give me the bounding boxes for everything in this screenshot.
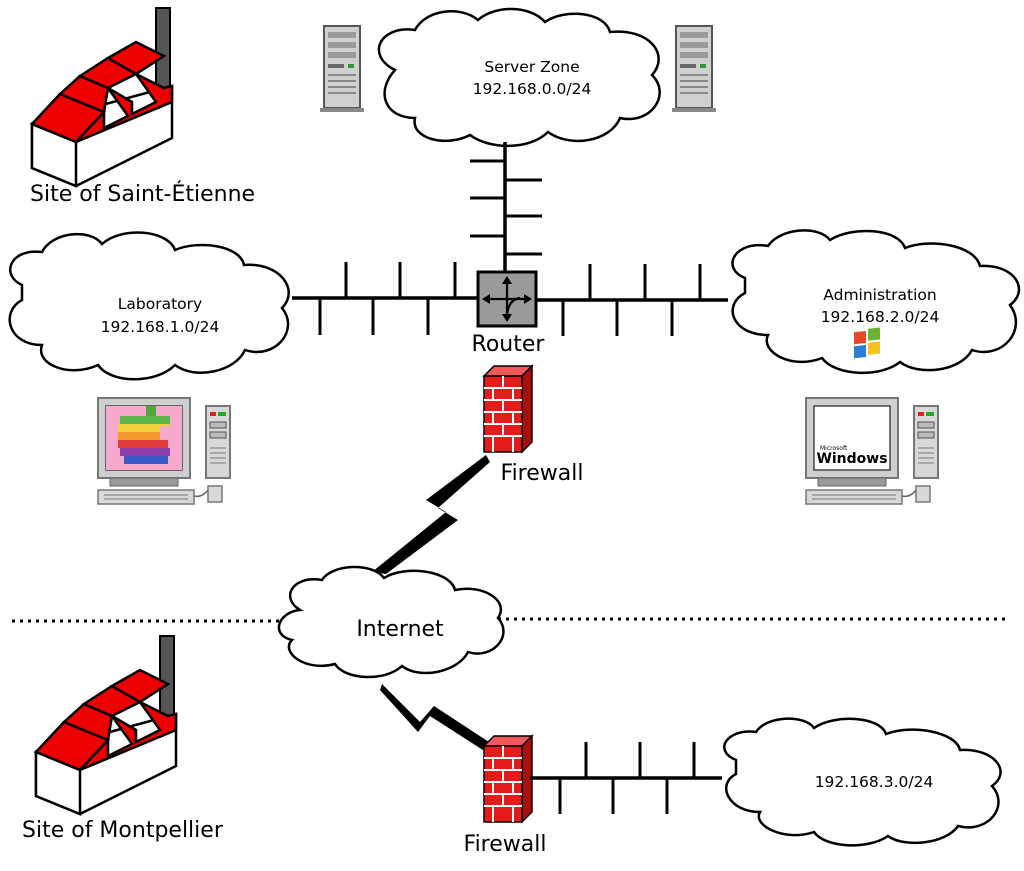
- administration-subnet: 192.168.2.0/24: [821, 308, 940, 326]
- wan-link-lightning-top: [372, 455, 490, 574]
- firewall-icon-bottom: [483, 735, 533, 823]
- server-icon-right: [671, 25, 717, 113]
- administration-title: Administration: [823, 286, 936, 304]
- windows-logo-small-text: Microsoft: [820, 445, 848, 452]
- windows-logo-text: Windows: [816, 451, 887, 467]
- laboratory-title: Laboratory: [118, 295, 202, 313]
- factory-icon-saint-etienne: [30, 6, 174, 188]
- internet-label: Internet: [356, 617, 444, 642]
- apple-logo-icon: [118, 406, 170, 464]
- cloud-montpellier-lan: [723, 717, 1002, 847]
- administration-link-taps: [561, 264, 702, 336]
- router-label: Router: [472, 332, 546, 357]
- router-icon: [476, 270, 538, 328]
- cloud-server-zone: [377, 7, 661, 148]
- server-zone-subnet: 192.168.0.0/24: [473, 80, 592, 98]
- site-label-saint-etienne: Site of Saint-Étienne: [30, 181, 255, 207]
- windows-computer-icon: Microsoft Windows: [805, 327, 939, 505]
- montpellier-link-taps: [558, 742, 696, 814]
- site-label-montpellier: Site of Montpellier: [22, 818, 224, 843]
- server-icon-left: [319, 25, 365, 113]
- firewall-label-bottom: Firewall: [464, 832, 547, 857]
- server-zone-link-taps: [470, 159, 542, 256]
- server-zone-title: Server Zone: [484, 58, 579, 76]
- montpellier-subnet: 192.168.3.0/24: [815, 773, 934, 791]
- cloud-laboratory: [8, 231, 290, 381]
- mac-computer-icon: [97, 397, 231, 505]
- laboratory-subnet: 192.168.1.0/24: [101, 318, 220, 336]
- factory-icon-montpellier: [34, 634, 178, 816]
- cloud-internet: [277, 565, 505, 679]
- cloud-administration: [731, 229, 1021, 374]
- firewall-label-top: Firewall: [501, 461, 584, 486]
- laboratory-link-taps: [318, 262, 457, 335]
- firewall-icon-top: [483, 365, 533, 453]
- wan-link-lightning-bottom: [380, 684, 492, 752]
- windows-logo-icon: [854, 327, 880, 359]
